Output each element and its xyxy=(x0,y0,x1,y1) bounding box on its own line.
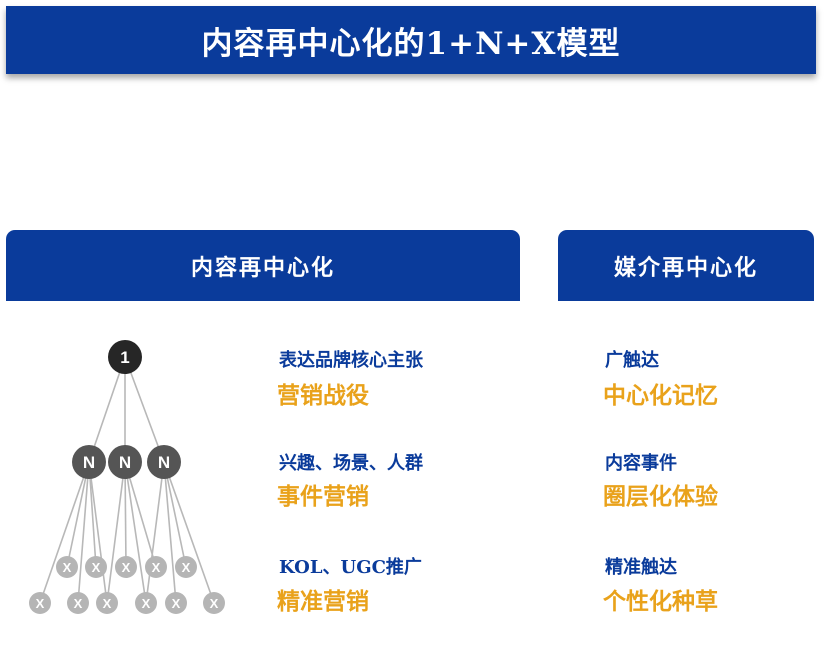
leaf-node: X xyxy=(203,592,225,614)
left-row-3-subtitle: KOL、UGC推广 xyxy=(279,557,422,578)
mid-node: N xyxy=(72,445,106,479)
page-title: 内容再中心化的1+N+X模型 xyxy=(201,25,621,62)
edge-mid2-leaf xyxy=(124,461,127,568)
leaf-node-label: X xyxy=(36,596,45,611)
leaf-node-label: X xyxy=(142,596,151,611)
leaf-node: X xyxy=(135,592,157,614)
leaf-node-label: X xyxy=(182,560,191,575)
right-row-1-highlight: 中心化记忆 xyxy=(603,382,718,409)
mid-node: N xyxy=(147,445,181,479)
right-row-2-highlight: 圈层化体验 xyxy=(603,483,718,510)
left-row-1-subtitle: 表达品牌核心主张 xyxy=(279,350,423,371)
leaf-node: X xyxy=(85,556,107,578)
right-row-3-subtitle: 精准触达 xyxy=(605,557,677,578)
leaf-node-label: X xyxy=(152,560,161,575)
right-section-title: 媒介再中心化 xyxy=(613,254,758,281)
edge-root-mid-1 xyxy=(88,356,126,463)
edge-mid3-leaf xyxy=(163,461,215,604)
edge-mid2-leaf xyxy=(124,461,157,568)
left-section-title: 内容再中心化 xyxy=(190,254,335,281)
edge-mid3-leaf xyxy=(163,461,187,568)
leaf-node: X xyxy=(165,592,187,614)
edge-mid3-leaf xyxy=(163,461,177,604)
leaf-node-label: X xyxy=(210,596,219,611)
root-node-label: 1 xyxy=(120,348,129,367)
left-row-3-highlight: 精准营销 xyxy=(277,588,369,615)
edge-mid2-leaf xyxy=(106,461,126,604)
left-row-1-highlight: 营销战役 xyxy=(277,382,369,409)
mid-node-label: N xyxy=(83,453,95,472)
edge-mid3-leaf xyxy=(145,461,165,604)
edge-mid1-leaf xyxy=(77,461,90,604)
leaf-node: X xyxy=(96,592,118,614)
edge-mid1-leaf xyxy=(88,461,108,604)
leaf-node: X xyxy=(115,556,137,578)
leaf-node-label: X xyxy=(63,560,72,575)
right-row-3-highlight: 个性化种草 xyxy=(603,588,718,615)
left-row-2-subtitle: 兴趣、场景、人群 xyxy=(279,453,423,474)
edge-mid1-leaf xyxy=(88,461,97,568)
leaf-node-label: X xyxy=(122,560,131,575)
left-section-header: 内容再中心化 xyxy=(6,230,520,301)
root-node: 1 xyxy=(108,340,142,374)
edge-mid2-leaf xyxy=(124,461,147,604)
title-bar: 内容再中心化的1+N+X模型 xyxy=(6,6,816,74)
leaf-node-label: X xyxy=(172,596,181,611)
right-section-header: 媒介再中心化 xyxy=(558,230,814,301)
leaf-node: X xyxy=(29,592,51,614)
leaf-node: X xyxy=(67,592,89,614)
leaf-node-label: X xyxy=(103,596,112,611)
leaf-node: X xyxy=(145,556,167,578)
leaf-node-label: X xyxy=(92,560,101,575)
tree-diagram: 1 N N N X X X X X X X X xyxy=(29,340,225,614)
mid-node-label: N xyxy=(119,453,131,472)
tree-edges xyxy=(39,356,215,604)
leaf-node: X xyxy=(56,556,78,578)
right-row-1-subtitle: 广触达 xyxy=(605,350,659,371)
left-row-2-highlight: 事件营销 xyxy=(277,483,369,510)
right-row-2-subtitle: 内容事件 xyxy=(605,453,677,474)
edge-root-mid-3 xyxy=(124,356,165,463)
edge-mid1-leaf xyxy=(39,461,90,604)
leaf-node-label: X xyxy=(74,596,83,611)
edge-mid1-leaf xyxy=(66,461,90,568)
mid-node: N xyxy=(108,445,142,479)
mid-node-label: N xyxy=(158,453,170,472)
leaf-node: X xyxy=(175,556,197,578)
